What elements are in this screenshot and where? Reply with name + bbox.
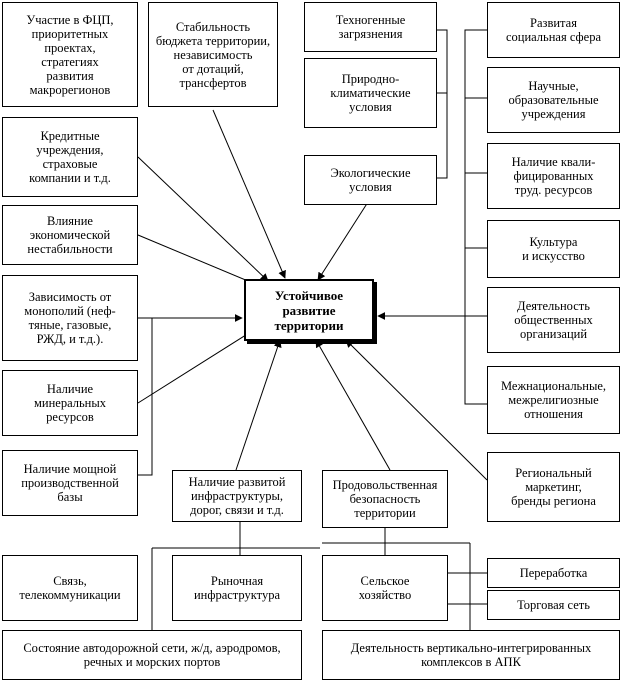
node-roads: Состояние автодорожной сети, ж/д, аэродр… <box>2 630 302 680</box>
bracket-left <box>138 317 153 476</box>
node-labor: Наличие квали- фицированных труд. ресурс… <box>487 143 620 209</box>
bracket-top <box>437 29 448 179</box>
arrow-budget <box>212 109 286 279</box>
arrow-marketing <box>345 339 488 481</box>
node-instability: Влияние экономической нестабильности <box>2 205 138 265</box>
arrow-food <box>315 339 391 471</box>
arrow-credit <box>137 156 269 282</box>
node-trade: Торговая сеть <box>487 590 620 620</box>
node-pollution: Техногенные загрязнения <box>304 2 437 52</box>
arrow-infrastructure <box>235 339 282 471</box>
node-science: Научные, образовательные учреждения <box>487 67 620 133</box>
bracket-right <box>464 29 487 405</box>
node-food-security: Продовольственная безопасность территори… <box>322 470 448 528</box>
node-climate: Природно- климатические условия <box>304 58 437 128</box>
node-minerals: Наличие минеральных ресурсов <box>2 370 138 436</box>
center-node: Устойчивое развитие территории <box>244 279 374 341</box>
arrow-ecology <box>317 201 369 281</box>
node-infrastructure: Наличие развитой инфраструктуры, дорог, … <box>172 470 302 522</box>
node-interethnic: Межнациональные, межрелигиозные отношени… <box>487 366 620 434</box>
node-public-orgs: Деятельность общественных организаций <box>487 287 620 353</box>
node-processing: Переработка <box>487 558 620 588</box>
node-production: Наличие мощной производственной базы <box>2 450 138 516</box>
node-credit: Кредитные учреждения, страховые компании… <box>2 117 138 197</box>
node-social: Развитая социальная сфера <box>487 2 620 58</box>
node-marketing: Региональный маркетинг, бренды региона <box>487 452 620 522</box>
node-market-infra: Рыночная инфраструктура <box>172 555 302 621</box>
node-apk: Деятельность вертикально-интегрированных… <box>322 630 620 680</box>
node-fcp: Участие в ФЦП, приоритетных проектах, ст… <box>2 2 138 107</box>
arrow-instability <box>137 234 261 287</box>
node-ecology: Экологические условия <box>304 155 437 205</box>
node-agriculture: Сельское хозяйство <box>322 555 448 621</box>
node-culture: Культура и искусство <box>487 220 620 278</box>
node-monopolies: Зависимость от монополий (неф- тяные, га… <box>2 275 138 361</box>
arrow-minerals <box>137 327 258 404</box>
node-budget: Стабильность бюджета территории, независ… <box>148 2 278 107</box>
node-telecom: Связь, телекоммуникации <box>2 555 138 621</box>
